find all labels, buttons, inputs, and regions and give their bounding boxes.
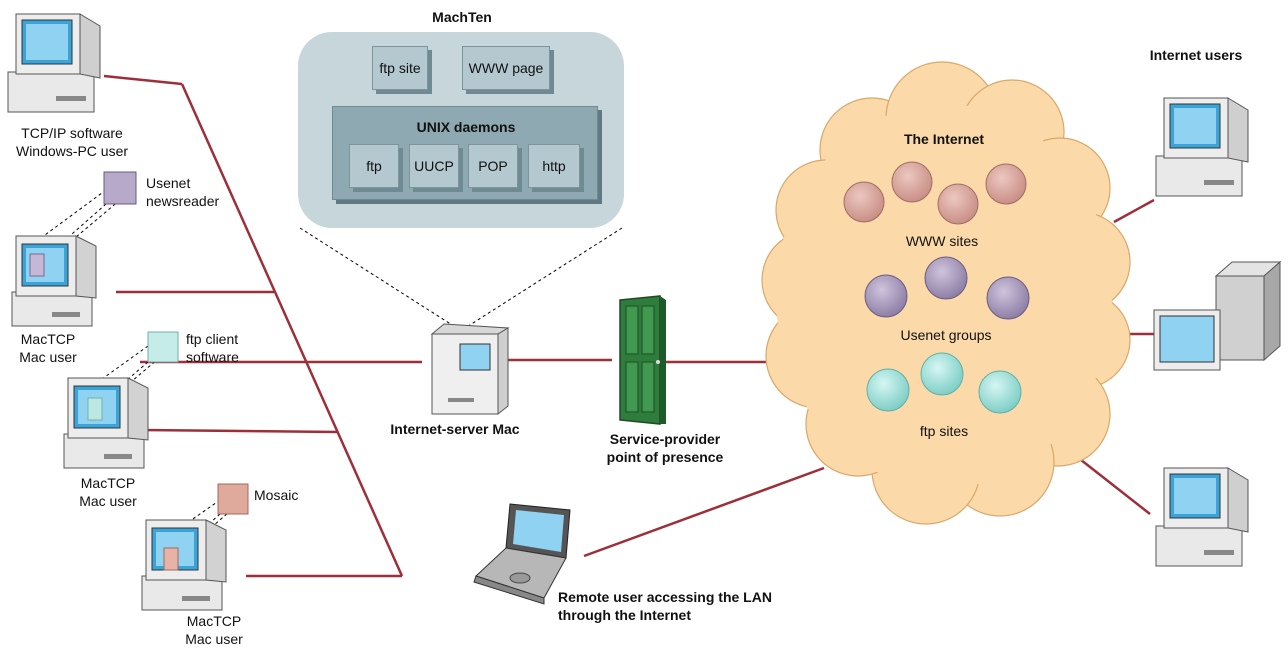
remote-label-2: through the Internet (558, 607, 691, 623)
usenet-thumb (29, 253, 45, 277)
machten-title: MachTen (432, 9, 492, 25)
www-site (937, 183, 979, 225)
usenet-app-square (103, 171, 137, 205)
ftp-site (920, 352, 964, 396)
internet-users-title: Internet users (1149, 47, 1243, 63)
tower-user (1153, 260, 1282, 371)
pc-user-label-1: TCP/IP software (21, 125, 123, 141)
www-site (843, 181, 885, 223)
mosaic-label: Mosaic (254, 487, 299, 503)
daemon-http: http (528, 144, 580, 188)
mac-user-2-label-1: MacTCP (80, 475, 136, 491)
daemon-pop: POP (468, 144, 518, 188)
pc-user-label-2: Windows-PC user (15, 143, 129, 159)
ftp-app-square (147, 331, 179, 363)
pop-label-2: point of presence (606, 449, 724, 465)
www-sites-label: WWW sites (905, 233, 979, 249)
ftp-client-label-2: software (186, 349, 239, 365)
daemon-ftp: ftp (349, 144, 399, 188)
usenet-group (924, 256, 968, 300)
ftp-thumb (87, 397, 103, 421)
ftp-client-label-1: ftp client (186, 331, 239, 347)
www-page-box: WWW page (462, 46, 550, 90)
server-label: Internet-server Mac (390, 421, 520, 437)
www-site (985, 163, 1027, 205)
daemon-uucp: UUCP (409, 144, 459, 188)
ftp-sites-label: ftp sites (919, 423, 969, 439)
mac-user-3-label-2: Mac user (185, 631, 243, 647)
unix-daemons-title: UNIX daemons (416, 119, 516, 135)
remote-laptop (473, 503, 571, 605)
mac-user-3-label-1: MacTCP (186, 613, 242, 629)
pop-label-1: Service-provider (609, 431, 721, 447)
remote-label-1: Remote user accessing the LAN (558, 589, 772, 605)
mac-user-1-label-1: MacTCP (20, 331, 76, 347)
server-mac (430, 323, 510, 416)
usenet-groups-label: Usenet groups (900, 327, 992, 343)
usenet-label-1: Usenet (146, 175, 191, 191)
www-site (891, 161, 933, 203)
mac-user-1-label-2: Mac user (19, 349, 77, 365)
ftp-site-box: ftp site (372, 46, 428, 90)
pop-door (619, 295, 666, 425)
usenet-group (986, 276, 1030, 320)
mosaic-app-square (217, 483, 249, 515)
ftp-site (978, 370, 1022, 414)
internet-title: The Internet (903, 131, 985, 147)
ftp-site (866, 368, 910, 412)
usenet-group (864, 274, 908, 318)
usenet-label-2: newsreader (146, 193, 220, 209)
lan-lines (103, 74, 1155, 578)
mac-user-2-label-2: Mac user (79, 493, 137, 509)
mosaic-thumb (163, 547, 179, 571)
